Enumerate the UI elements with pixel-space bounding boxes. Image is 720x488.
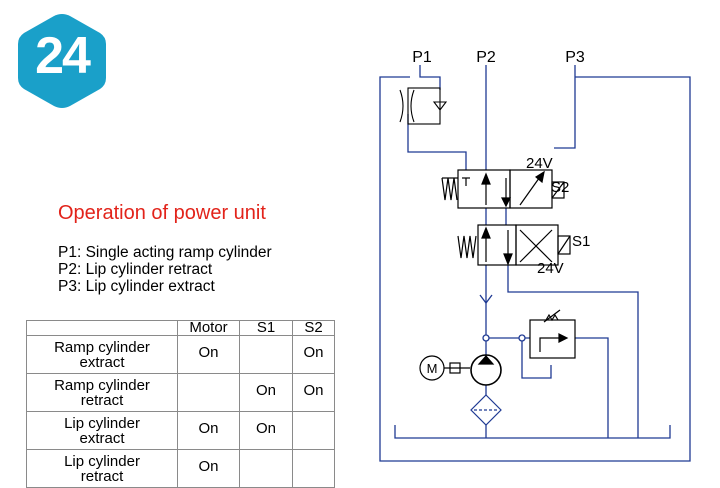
restrictor-box bbox=[407, 87, 441, 125]
tank-inner-line bbox=[394, 425, 671, 439]
table-header-row: Motor S1 S2 bbox=[26, 320, 335, 336]
relief-spring-icon bbox=[545, 313, 559, 322]
row-label-line: retract bbox=[80, 467, 124, 485]
table-row: Ramp cylinder retract On On bbox=[26, 373, 335, 412]
valve-bottom-cross-b bbox=[519, 229, 553, 263]
row-label: Ramp cylinder retract bbox=[26, 373, 178, 412]
valve-top-left-block bbox=[457, 169, 511, 209]
p1-line bbox=[419, 65, 441, 90]
hydraulic-lines bbox=[379, 65, 691, 462]
motor-label: M bbox=[427, 361, 438, 376]
valve-bottom-solenoid: S1 bbox=[572, 233, 590, 250]
junction-dot bbox=[482, 334, 490, 342]
orifice-left-icon bbox=[399, 89, 404, 123]
table-header-blank bbox=[26, 320, 178, 336]
p3-line bbox=[554, 65, 576, 149]
cell-motor bbox=[177, 373, 240, 412]
arrow-diag-icon bbox=[534, 170, 545, 184]
solenoid-s2-diag bbox=[551, 181, 565, 199]
cell-s2 bbox=[292, 411, 335, 450]
relief-return-line bbox=[575, 337, 609, 438]
check-valve-icon bbox=[432, 101, 448, 111]
table-header-motor: Motor bbox=[177, 320, 240, 336]
filter-icon bbox=[470, 394, 502, 426]
solenoid-s1-box bbox=[557, 235, 571, 255]
row-label-line: extract bbox=[79, 353, 125, 371]
valve-bottom-symbol bbox=[457, 224, 571, 266]
cell-s1 bbox=[239, 335, 293, 374]
pump-icon bbox=[470, 354, 502, 386]
row-label-line: extract bbox=[79, 429, 125, 447]
cell-motor: On bbox=[177, 411, 240, 450]
tank-frame-line bbox=[379, 76, 691, 462]
row-label-line: Ramp cylinder bbox=[54, 376, 150, 394]
arrow-up-icon bbox=[481, 172, 491, 185]
return-line-a bbox=[507, 265, 639, 438]
restrictor-check-symbol bbox=[399, 87, 448, 125]
restrictor-line bbox=[407, 114, 467, 170]
filter-symbol bbox=[470, 394, 502, 426]
adjust-arrow-icon bbox=[543, 309, 561, 323]
relief-pilot-line bbox=[521, 338, 552, 379]
valve-top-solenoid: S2 bbox=[551, 179, 569, 196]
row-label-line: Ramp cylinder bbox=[54, 338, 150, 356]
port-description-p1: P1: Single acting ramp cylinder bbox=[58, 244, 272, 261]
relief-valve-symbol bbox=[529, 309, 576, 359]
spring-top-icon bbox=[441, 177, 458, 201]
junction-dot bbox=[518, 334, 526, 342]
table-row: Ramp cylinder extract On On bbox=[26, 335, 335, 374]
port-label-p1: P1 bbox=[412, 49, 432, 66]
port-description-p3: P3: Lip cylinder extract bbox=[58, 278, 215, 295]
relief-arrow-icon bbox=[558, 333, 569, 343]
check-valve-icon bbox=[479, 294, 493, 305]
solenoid-s1-diag bbox=[557, 235, 571, 255]
step-badge: 24 bbox=[14, 12, 110, 110]
solenoid-s2-box bbox=[551, 181, 565, 199]
coupling-icon bbox=[449, 362, 461, 374]
cell-s2: On bbox=[292, 335, 335, 374]
table-row: Lip cylinder extract On On bbox=[26, 411, 335, 450]
hydraulic-schematic: P1 P2 P3 24V S2 bbox=[379, 49, 691, 462]
orifice-right-icon bbox=[410, 89, 415, 123]
arrow-down-icon bbox=[501, 197, 511, 208]
valve-bottom-voltage: 24V bbox=[537, 260, 564, 277]
pump-arrow-icon bbox=[477, 355, 495, 365]
table-header-s2: S2 bbox=[292, 320, 335, 336]
row-label: Ramp cylinder extract bbox=[26, 335, 178, 374]
row-label: Lip cylinder extract bbox=[26, 411, 178, 450]
relief-valve-path bbox=[539, 337, 565, 352]
valve-top-voltage: 24V bbox=[526, 155, 553, 172]
port-label-p3: P3 bbox=[565, 49, 585, 66]
spring-bottom-icon bbox=[457, 235, 477, 259]
relief-valve-box bbox=[529, 319, 576, 359]
cell-s2: On bbox=[292, 373, 335, 412]
operation-table: Motor S1 S2 Ramp cylinder extract On On … bbox=[26, 320, 335, 488]
port-label-p2: P2 bbox=[476, 49, 496, 66]
row-label-line: Lip cylinder bbox=[64, 414, 140, 432]
row-label-line: Lip cylinder bbox=[64, 452, 140, 470]
pump-motor-symbol bbox=[419, 354, 502, 386]
port-description-p2: P2: Lip cylinder retract bbox=[58, 261, 213, 278]
page-title: Operation of power unit bbox=[58, 202, 266, 224]
row-label-line: retract bbox=[80, 391, 124, 409]
arrow-down-icon bbox=[503, 253, 513, 266]
cell-motor: On bbox=[177, 335, 240, 374]
table-header-s1: S1 bbox=[239, 320, 293, 336]
badge-number: 24 bbox=[35, 27, 91, 85]
cell-s1: On bbox=[239, 411, 293, 450]
port-description-list: P1: Single acting ramp cylinder P2: Lip … bbox=[58, 244, 272, 295]
cell-s1: On bbox=[239, 373, 293, 412]
valve-top-symbol bbox=[441, 169, 565, 209]
arrow-up-icon bbox=[481, 226, 491, 239]
badge-hexagon-shape bbox=[18, 14, 106, 108]
